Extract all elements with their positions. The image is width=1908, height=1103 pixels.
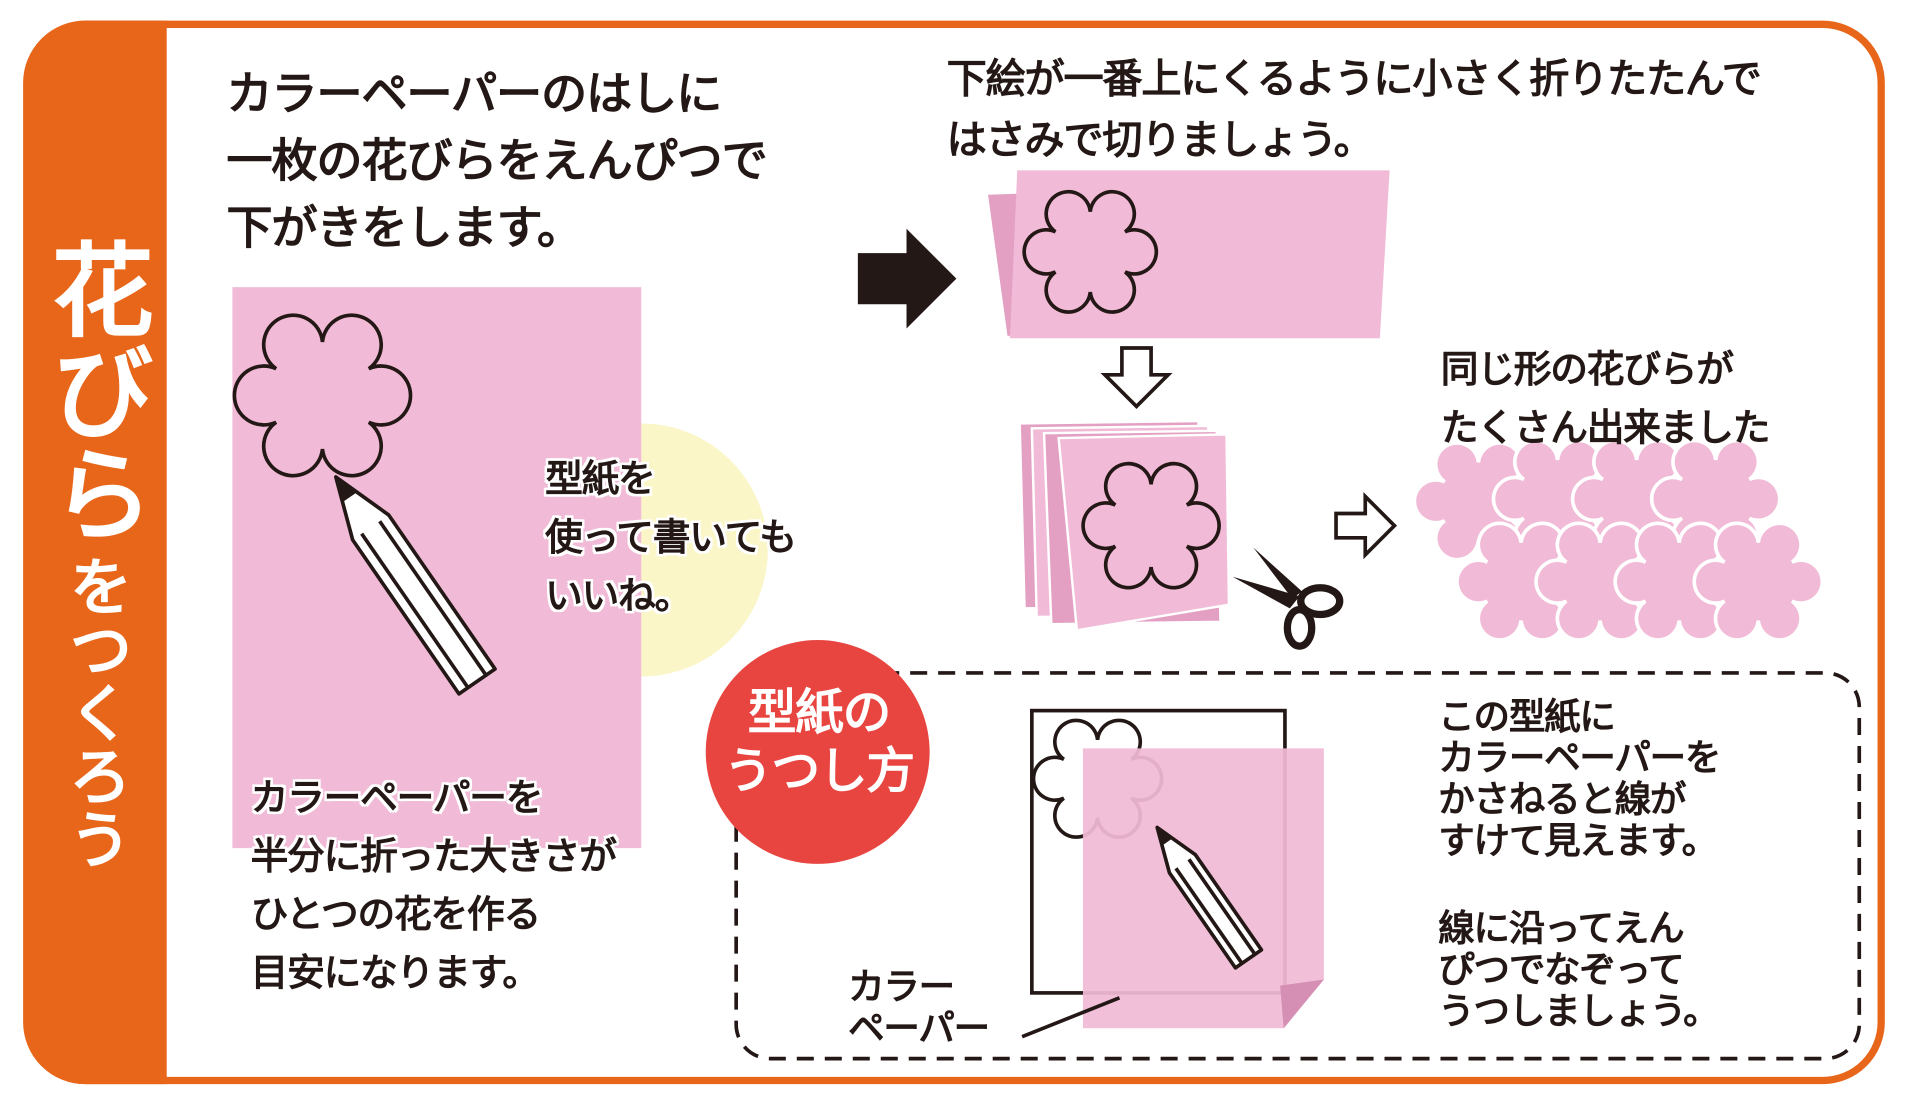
pencil-stripe xyxy=(378,520,488,677)
result-text: 同じ形の花びらが たくさん出来ました xyxy=(1440,348,1771,451)
pencil-body xyxy=(334,475,497,696)
pencil-icon xyxy=(1155,825,1264,970)
title-main: 花びら xyxy=(35,237,155,544)
paper-label: カラー ペーパー xyxy=(848,966,990,1051)
method-box xyxy=(734,671,1862,1061)
pencil-body xyxy=(1155,825,1264,970)
label-leader-line xyxy=(1021,996,1121,1039)
pencil-tip xyxy=(1157,827,1173,846)
paper-curl xyxy=(1280,979,1324,1029)
tip-text: 型紙を 使って書いても いいね。 xyxy=(545,457,797,619)
title-sub: をつくろう xyxy=(57,553,131,871)
pencil-icon xyxy=(334,475,497,696)
method-badge-text: 型紙の うつし方 xyxy=(723,685,915,800)
pencil-stripe xyxy=(360,532,470,689)
flower-outline-icon xyxy=(1081,461,1221,590)
arrow-down-icon xyxy=(1100,346,1173,409)
scissors-icon xyxy=(1232,547,1344,650)
arrow-right-outline-icon xyxy=(1334,492,1398,560)
flower-shape xyxy=(1022,189,1159,314)
flower-shape xyxy=(1692,521,1825,642)
pencil-tip xyxy=(335,476,357,503)
method-text-2: 線に沿ってえん ぴつでなぞって うつしましょう。 xyxy=(1438,907,1719,1034)
cut-petals-group xyxy=(1412,438,1825,642)
title-band xyxy=(24,20,167,1085)
method-badge xyxy=(705,640,930,864)
size-note-text: カラーペーパーを 半分に折った大きさが ひとつの花を作る 目安になります。 xyxy=(250,776,617,996)
pencil-stripe xyxy=(1187,858,1257,956)
method-text-1: この型紙に カラーペーパーを かさねると線が すけて見えます。 xyxy=(1438,696,1721,863)
pencil-stripe xyxy=(1174,867,1244,965)
arrow-right-icon xyxy=(857,228,957,329)
flower-shape xyxy=(1081,461,1221,590)
flower-outline-icon xyxy=(1022,189,1159,314)
flower-shape xyxy=(232,313,413,478)
step2-text: 下絵が一番上にくるように小さく折りたたんで はさみで切りましょう。 xyxy=(946,54,1762,164)
flower-outline-icon xyxy=(232,313,413,478)
step1-text: カラーペーパーのはしに 一枚の花びらをえんぴつで 下がきをします。 xyxy=(226,66,767,255)
